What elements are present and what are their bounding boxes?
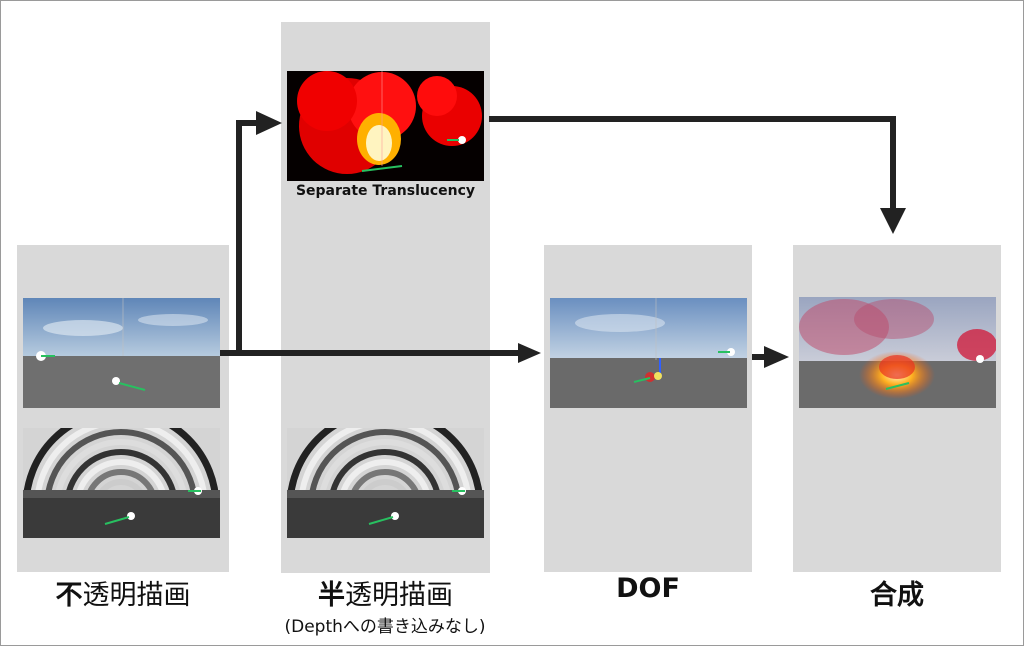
- arrow-opaque-to-separate: [236, 120, 258, 353]
- arrowhead-composite-dof: [764, 346, 789, 368]
- opaque-depth-image: [23, 428, 220, 538]
- dof-label: DOF: [616, 573, 680, 604]
- arrowhead-dof: [518, 343, 541, 363]
- dof-image: [550, 298, 747, 408]
- translucent-label: 半透明描画: [281, 573, 490, 612]
- arrowhead-separate: [256, 111, 282, 135]
- opaque-label: 不透明描画: [17, 573, 229, 612]
- separate-translucency-image: [287, 71, 484, 181]
- translucent-label-bold: 半: [318, 580, 345, 611]
- composite-image: [799, 297, 996, 408]
- separate-translucency-label: Separate Translucency: [295, 183, 476, 199]
- opaque-label-rest: 透明描画: [82, 580, 191, 611]
- translucent-note: (Depthへの書き込みなし): [284, 617, 486, 637]
- translucent-label-rest: 透明描画: [345, 580, 453, 611]
- composite-label: 合成: [870, 580, 924, 611]
- opaque-label-bold: 不: [55, 580, 83, 611]
- opaque-scene-image: [23, 298, 220, 408]
- translucent-depth-image: [287, 428, 484, 538]
- arrowhead-composite: [880, 208, 906, 234]
- arrow-separate-to-composite: [489, 116, 896, 210]
